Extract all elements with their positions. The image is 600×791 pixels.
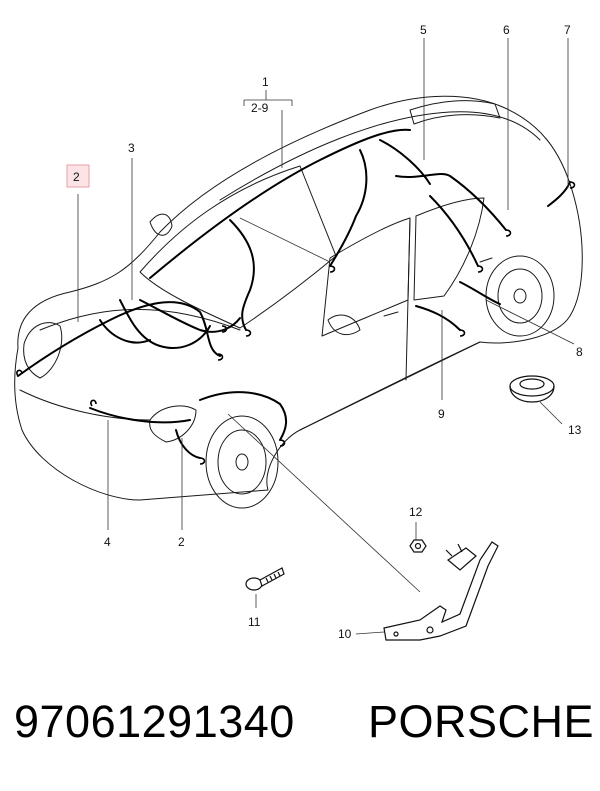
brand-name: PORSCHE <box>368 696 595 747</box>
wiring-harness-strands <box>17 128 571 459</box>
nut-part-12 <box>409 539 427 553</box>
callout-9: 9 <box>438 407 445 421</box>
callout-11: 11 <box>248 615 261 629</box>
side-window-front <box>321 217 411 337</box>
grommet-part-13 <box>509 375 555 403</box>
connector-hooks <box>16 181 576 465</box>
callout-6: 6 <box>503 23 510 37</box>
part-number: 97061291340 <box>14 696 295 747</box>
mirror-left <box>149 213 173 236</box>
bolt-part-11 <box>245 567 285 591</box>
callout-2-highlight: 2 <box>73 170 80 184</box>
callout-3: 3 <box>128 141 135 155</box>
callout-12: 12 <box>409 505 423 519</box>
callout-1: 1 <box>262 75 269 89</box>
callout-13: 13 <box>568 423 582 437</box>
sill-line <box>299 341 481 431</box>
callout-4: 4 <box>104 535 111 549</box>
callout-8: 8 <box>576 345 583 359</box>
mirror-right <box>327 314 361 336</box>
callout-1-range: 2-9 <box>251 101 269 115</box>
bracket-part-10 <box>383 541 499 641</box>
roof-line <box>219 111 541 201</box>
leader-lines <box>77 38 575 635</box>
side-window-rear <box>413 197 485 301</box>
callout-2-highlight-box <box>66 164 90 188</box>
windshield <box>139 165 337 329</box>
rear-wheel <box>485 255 555 337</box>
headlight-left <box>23 322 63 379</box>
sunroof <box>409 100 501 125</box>
door-line <box>405 217 411 381</box>
front-wheel <box>205 415 279 509</box>
callout-10: 10 <box>338 627 352 641</box>
callout-7: 7 <box>564 23 571 37</box>
front-bumper <box>19 389 151 421</box>
headlight-right <box>149 405 197 443</box>
callout-2: 2 <box>178 535 185 549</box>
callout-5: 5 <box>420 23 427 37</box>
